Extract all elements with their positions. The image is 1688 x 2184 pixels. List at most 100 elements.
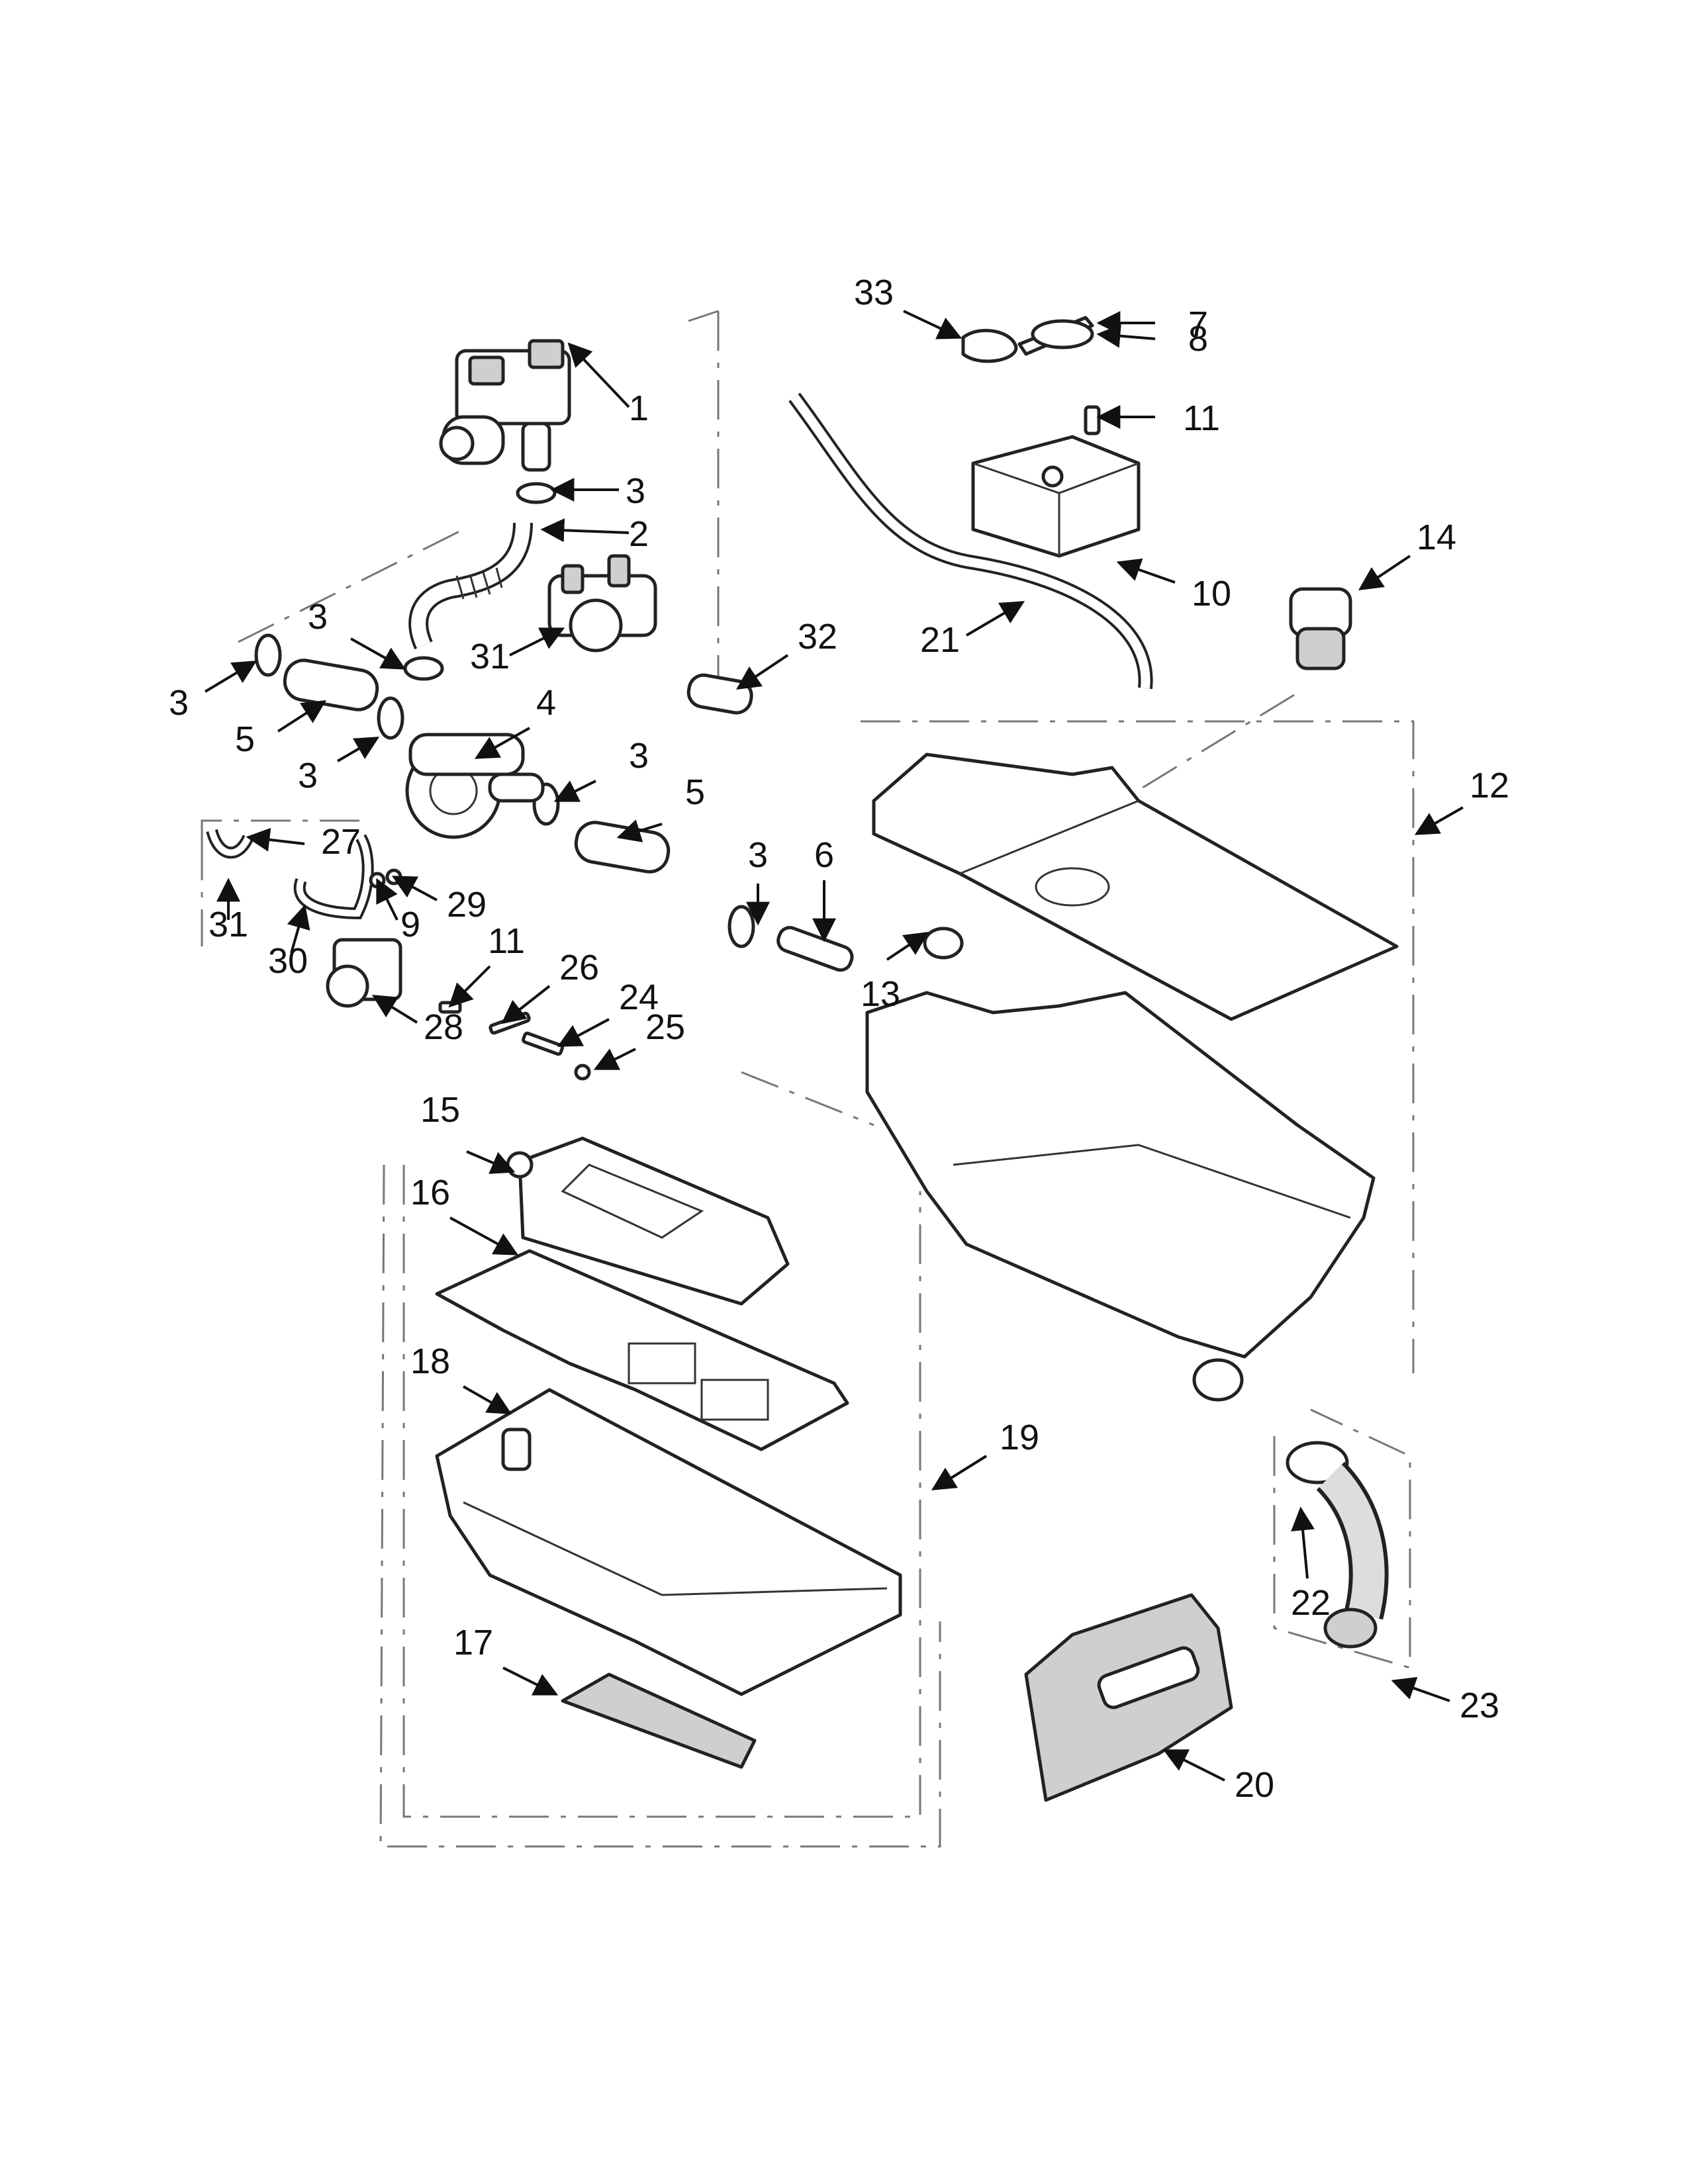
part-number-label: 23 [1460,1686,1499,1725]
part-number-label: 14 [1417,518,1456,557]
part-number-label: 22 [1291,1583,1331,1623]
part-number-label: 9 [400,905,420,944]
callout-c31a: 31 [470,627,565,676]
dispenser-housing [865,991,1376,1402]
cap-part-13 [923,927,964,960]
callout-arrow [350,637,406,670]
callout-arrow [965,601,1025,637]
callout-c18: 18 [410,1342,512,1414]
fitting-part-4 [405,733,545,839]
fill-hose-part-2 [408,522,533,650]
callout-arrow [736,654,789,690]
callout-c6: 6 [812,835,836,942]
part-number-label: 31 [209,905,248,944]
callout-c5b: 5 [616,772,705,842]
callout-c24: 24 [557,978,659,1047]
part-number-label: 3 [169,683,189,723]
callout-c14: 14 [1358,518,1456,590]
callout-arrow [509,627,565,657]
handle-part-20 [1024,1593,1233,1802]
callout-c3e: 3 [553,736,649,802]
part-number-label: 3 [629,736,649,776]
part-number-label: 18 [410,1342,450,1381]
callout-arrow [616,819,663,842]
callout-c33: 33 [854,273,962,340]
callout-arrow [277,700,327,733]
callout-arrow [1096,324,1156,348]
bracket-parts-7-8-33 [961,316,1101,435]
part-number-label: 33 [854,273,894,312]
callout-c11b: 11 [448,921,525,1008]
callout-c8: 8 [1096,319,1208,359]
callout-c27: 27 [246,822,361,862]
part-number-label: 11 [1183,398,1220,438]
part-number-label: 16 [410,1173,450,1212]
callout-c19: 19 [931,1418,1039,1490]
callout-arrow [501,985,551,1024]
callout-c23: 23 [1391,1676,1499,1725]
tray-part-16 [435,1249,849,1451]
callout-c9: 9 [376,878,420,944]
callout-c30: 30 [268,904,310,981]
part-number-label: 4 [536,683,556,723]
callout-arrow [1291,1506,1315,1579]
part-number-label: 21 [920,620,960,660]
callout-arrow [474,727,530,759]
callout-c4: 4 [474,683,556,759]
callout-arrow [449,1216,519,1255]
callout-c16: 16 [410,1173,519,1255]
callout-arrow [371,995,418,1024]
part-number-label: 19 [1000,1418,1039,1457]
callout-c1: 1 [567,342,649,428]
callout-c25: 25 [593,1007,685,1070]
actuator-part-10 [971,435,1141,558]
callout-arrow [886,932,929,961]
part-number-label: 7 [1188,304,1208,344]
callout-arrow [567,342,630,408]
callout-arrow [1358,555,1411,590]
callout-c3d: 3 [298,737,380,796]
callout-c3f: 3 [746,835,770,926]
part-number-label: 6 [814,835,834,875]
callout-c17: 17 [453,1623,559,1696]
part-number-label: 1 [629,388,649,428]
tray-part-18 [435,1388,902,1696]
callout-arrow [1116,558,1176,584]
callout-arrow [376,878,399,921]
callout-arrow [1414,806,1464,835]
callout-c21: 21 [920,601,1025,660]
callout-c5a: 5 [235,700,327,759]
part-number-label: 26 [559,948,599,987]
callout-arrow [1162,1749,1225,1782]
callout-c13: 13 [861,932,929,1014]
callout-c3b: 3 [308,597,406,670]
callout-arrow [204,660,258,693]
part-number-label: 32 [798,617,837,657]
callout-c31b: 31 [209,878,248,944]
bellows-parts-22-23 [1286,1441,1389,1649]
part-number-label: 25 [645,1007,685,1047]
callout-c12: 12 [1414,766,1509,835]
part-number-label: 3 [298,756,318,796]
part-number-label: 8 [1188,319,1208,359]
tube-part-21 [788,392,1153,690]
callout-arrow [540,518,630,543]
callout-arrow [931,1455,988,1490]
part-number-label: 28 [424,1007,463,1047]
callout-arrow [463,1385,512,1414]
callout-c20: 20 [1162,1749,1274,1805]
callout-arrow [287,904,310,954]
valve-part-31 [547,554,657,653]
part-number-label: 2 [629,514,649,554]
part-number-label: 31 [470,637,510,676]
part-number-label: 3 [308,597,328,637]
part-number-label: 17 [453,1623,493,1662]
tube-part-6 [776,926,854,972]
callout-c15: 15 [420,1090,516,1174]
callout-c26: 26 [501,948,599,1024]
part-number-label: 30 [268,941,308,981]
connector-part-14 [1289,587,1352,670]
callout-c29: 29 [391,876,487,925]
